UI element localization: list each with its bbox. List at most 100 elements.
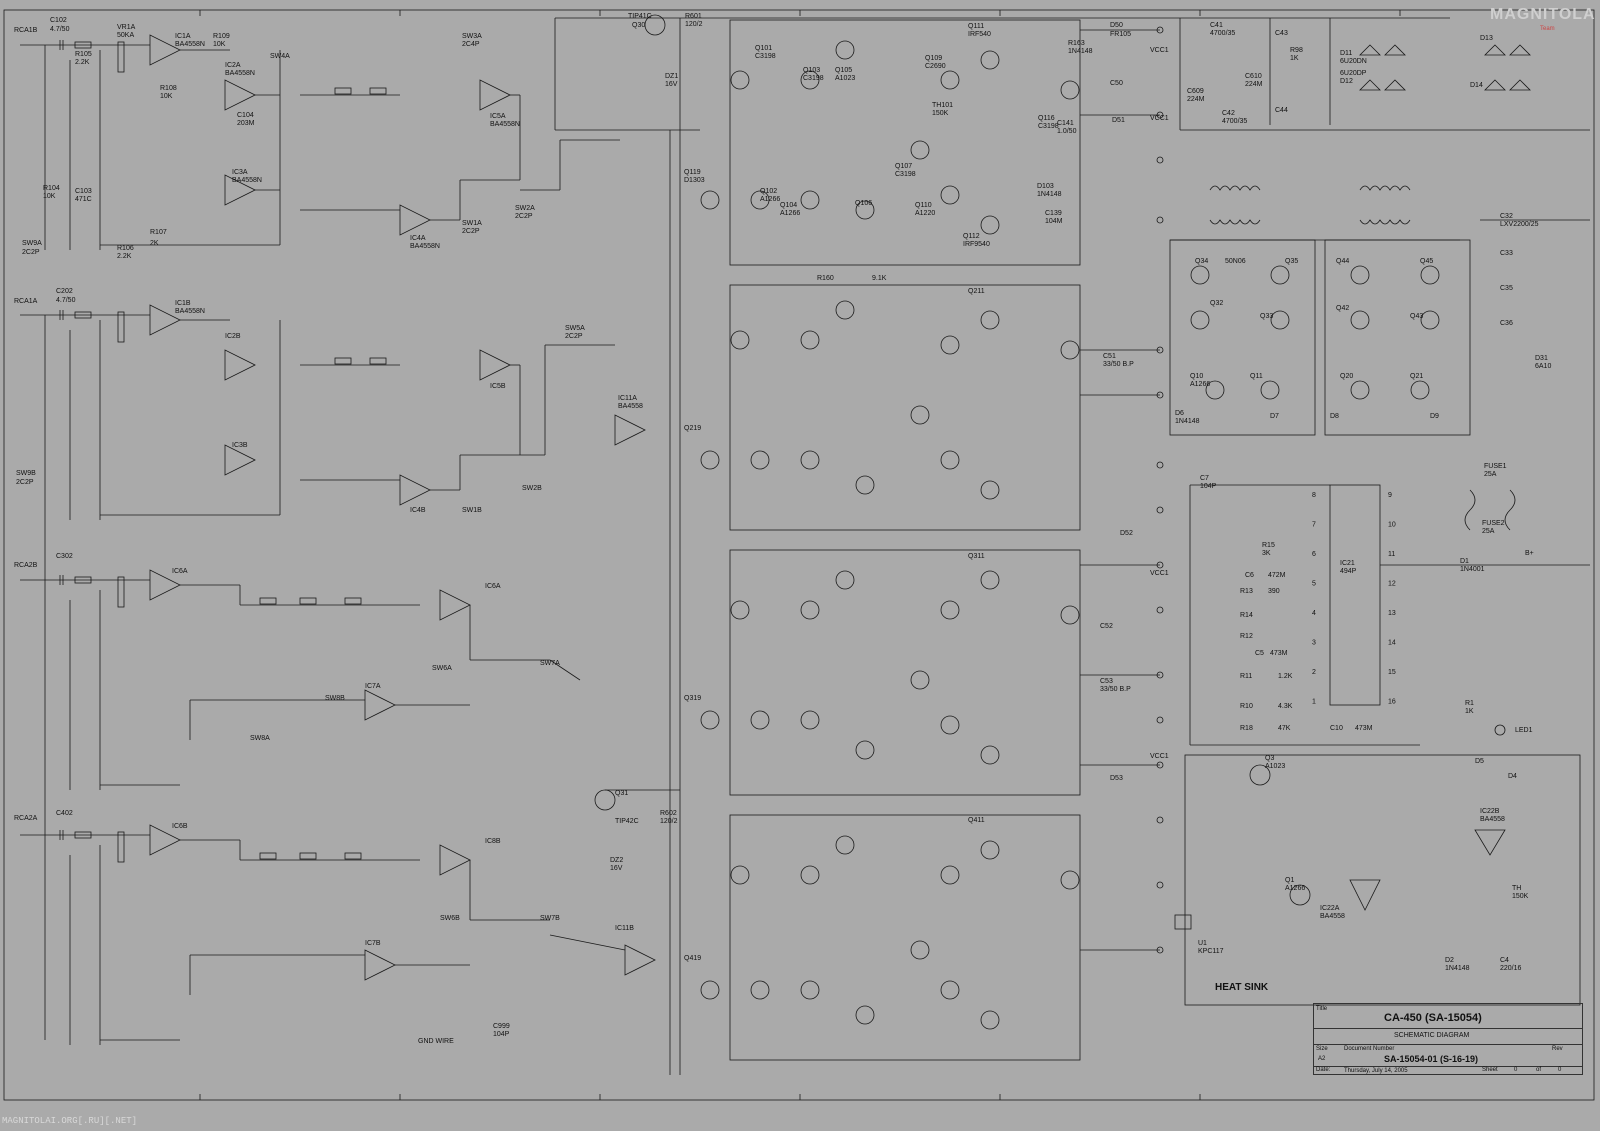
schematic-label: TIP41C: [628, 13, 652, 20]
schematic-label: C35: [1500, 285, 1513, 292]
schematic-label: C32: [1500, 213, 1513, 220]
schematic-label: 1N4148: [1445, 965, 1470, 972]
schematic-label: Q104: [780, 202, 797, 209]
schematic-label: 224M: [1245, 81, 1263, 88]
schematic-label: IRF9540: [963, 241, 990, 248]
schematic-label: SW3A: [462, 33, 482, 40]
schematic-label: 25A: [1484, 471, 1497, 478]
schematic-label: Q101: [755, 45, 772, 52]
schematic-label: BA4558: [1480, 816, 1505, 823]
schematic-label: Q311: [968, 553, 985, 560]
schematic-label: 6U20DN: [1340, 58, 1367, 65]
schematic-label: SW6B: [440, 915, 460, 922]
schematic-label: Q116: [1038, 115, 1055, 122]
schematic-label: DZ2: [610, 857, 623, 864]
schematic-label: VCC1: [1150, 115, 1169, 122]
schematic-label: 224M: [1187, 96, 1205, 103]
schematic-label: 9: [1388, 492, 1392, 499]
schematic-label: D52: [1120, 530, 1133, 537]
schematic-label: D12: [1340, 78, 1353, 85]
schematic-label: C44: [1275, 107, 1288, 114]
schematic-label: 390: [1268, 588, 1280, 595]
schematic-label: IC2A: [225, 62, 241, 69]
schematic-label: IC6A: [172, 568, 188, 575]
schematic-label: BA4558: [618, 403, 643, 410]
schematic-label: Q110: [915, 202, 932, 209]
schematic-label: IC7B: [365, 940, 381, 947]
schematic-label: BA4558N: [225, 70, 255, 77]
schematic-label: 2: [1312, 669, 1316, 676]
schematic-label: D50: [1110, 22, 1123, 29]
schematic-label: 120/2: [685, 21, 703, 28]
logo-subtitle: Team: [1540, 26, 1555, 32]
schematic-label: C4: [1500, 957, 1509, 964]
schematic-label: 1N4148: [1175, 418, 1200, 425]
schematic-label: SW1B: [462, 507, 482, 514]
schematic-label: SW9B: [16, 470, 36, 477]
schematic-label: 104M: [1045, 218, 1063, 225]
schematic-label: DZ1: [665, 73, 678, 80]
schematic-label: 47K: [1278, 725, 1291, 732]
schematic-label: 5: [1312, 581, 1316, 588]
schematic-label: 4700/35: [1222, 118, 1247, 125]
schematic-label: IC6B: [172, 823, 188, 830]
schematic-label: A1266: [760, 196, 780, 203]
schematic-label: C43: [1275, 30, 1288, 37]
schematic-label: IC5A: [490, 113, 506, 120]
schematic-label: SW2A: [515, 205, 535, 212]
schematic-label: C7: [1200, 475, 1209, 482]
schematic-label: 11: [1388, 551, 1395, 558]
schematic-label: SW1A: [462, 220, 482, 227]
schematic-label: 4.7/50: [56, 297, 76, 304]
schematic-label: Q33: [1260, 313, 1273, 320]
schematic-label: C402: [56, 810, 73, 817]
schematic-label: D2: [1445, 957, 1454, 964]
schematic-label: 7: [1312, 522, 1316, 529]
schematic-label: C5: [1255, 650, 1264, 657]
schematic-label: 150K: [932, 110, 949, 117]
schematic-label: FUSE2: [1482, 520, 1505, 527]
schematic-label: C103: [75, 188, 92, 195]
schematic-label: Q112: [963, 233, 980, 240]
schematic-label: C42: [1222, 110, 1235, 117]
document-number: SA-15054-01 (S-16-19): [1384, 1054, 1479, 1064]
schematic-label: RCA2B: [14, 562, 38, 569]
schematic-label: IC2B: [225, 333, 241, 340]
schematic-label: 33/50 B.P: [1103, 361, 1134, 368]
schematic-label: C33: [1500, 250, 1513, 257]
schematic-label: D51: [1112, 117, 1125, 124]
schematic-label: Q11: [1250, 373, 1263, 380]
schematic-label: SW7A: [540, 660, 560, 667]
schematic-label: 471C: [75, 196, 92, 203]
date-label: Date:: [1316, 1067, 1331, 1073]
schematic-label: R11: [1240, 673, 1252, 680]
schematic-label: VCC1: [1150, 753, 1169, 760]
schematic-label: 1K: [1290, 55, 1299, 62]
schematic-label: Q107: [895, 163, 912, 170]
schematic-label: R163: [1068, 40, 1085, 47]
schematic-label: 2C2P: [515, 213, 533, 220]
schematic-label: IC5B: [490, 383, 506, 390]
schematic-label: 472M: [1268, 572, 1286, 579]
schematic-label: 6: [1312, 551, 1316, 558]
schematic-label: C610: [1245, 73, 1262, 80]
schematic-label: GND WIRE: [418, 1038, 454, 1045]
rev-label: Rev: [1552, 1046, 1563, 1052]
schematic-label: Q103: [803, 67, 820, 74]
schematic-label: RCA1B: [14, 27, 38, 34]
schematic-label: Q35: [1285, 258, 1298, 265]
watermark-text: MAGNITOLAI.ORG[.RU][.NET]: [2, 1116, 138, 1126]
schematic-label: BA4558N: [232, 177, 262, 184]
schematic-label: IC21: [1340, 560, 1355, 567]
schematic-label: 2.2K: [75, 59, 90, 66]
schematic-label: Q30: [632, 22, 645, 29]
schematic-label: 25A: [1482, 528, 1495, 535]
schematic-label: Q419: [684, 955, 701, 962]
schematic-label: A1220: [915, 210, 935, 217]
schematic-label: 104P: [1200, 483, 1217, 490]
schematic-label: C102: [50, 17, 67, 24]
schematic-label: C10: [1330, 725, 1343, 732]
schematic-label: SW6A: [432, 665, 452, 672]
schematic-label: R1: [1465, 700, 1474, 707]
